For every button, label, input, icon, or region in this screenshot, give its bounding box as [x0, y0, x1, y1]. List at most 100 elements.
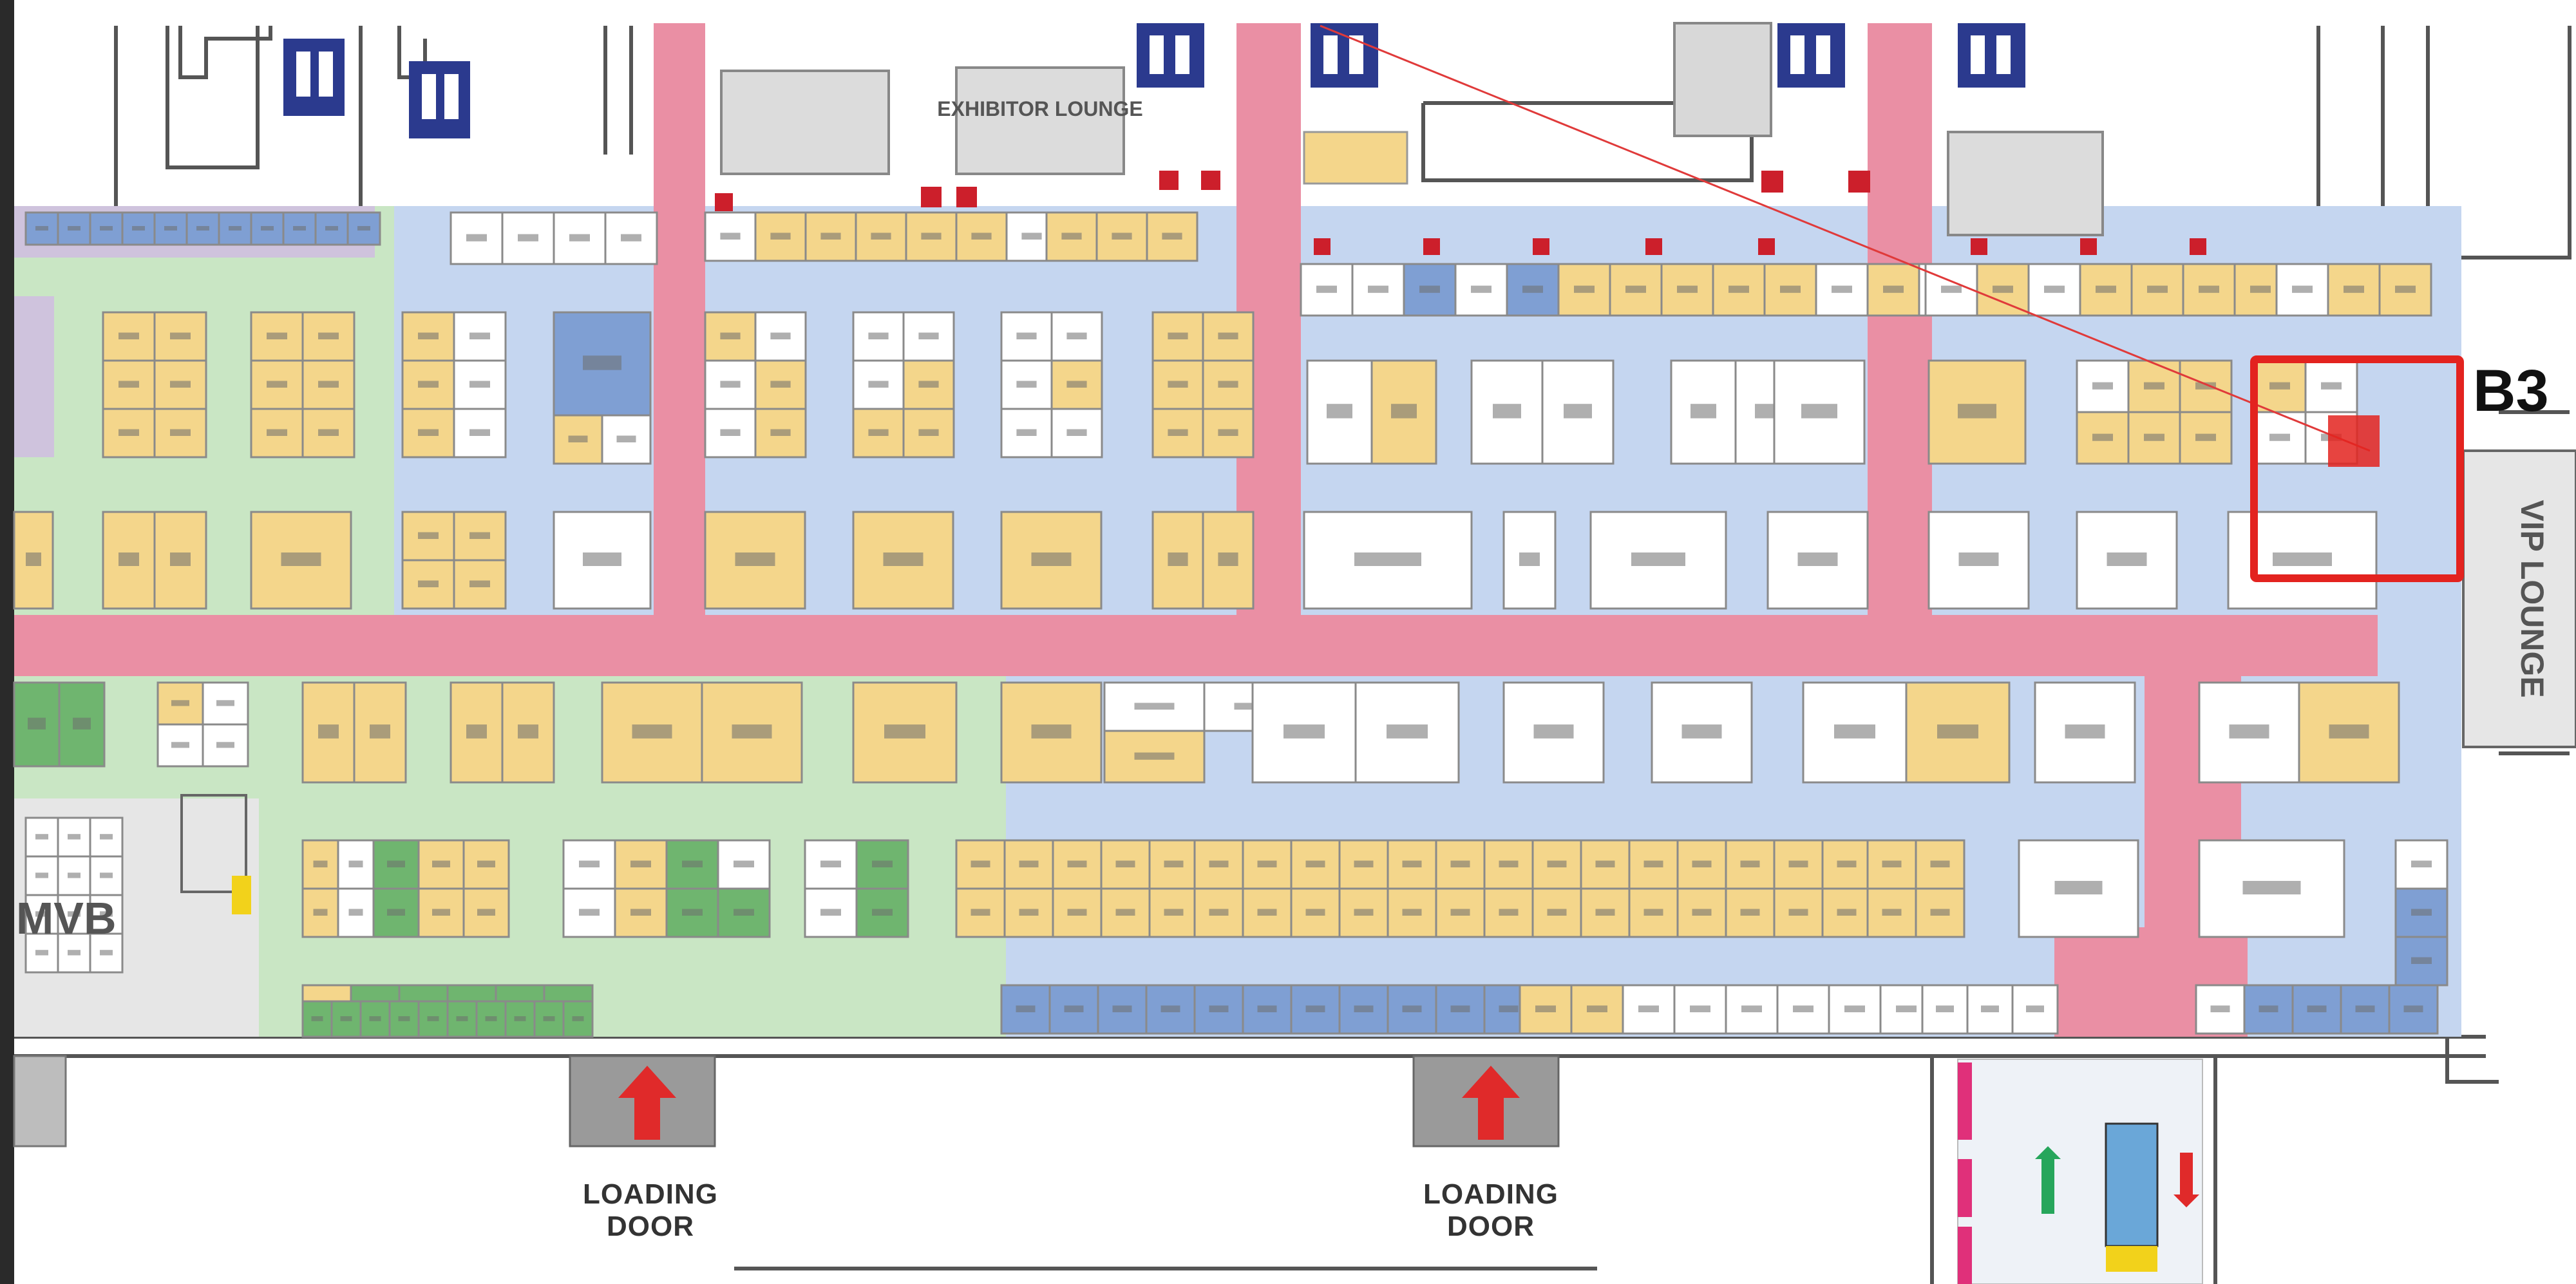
booth-mark: [682, 860, 703, 867]
booth-mark: [1896, 1005, 1917, 1012]
booth-mark: [1930, 909, 1950, 916]
exhibitor-lounge-room: [955, 66, 1125, 175]
booth-mark: [1740, 860, 1760, 867]
booth[interactable]: [446, 1000, 478, 1038]
booth-mark: [1844, 1005, 1865, 1012]
booth-mark: [1391, 404, 1417, 419]
booth-mark: [770, 381, 791, 388]
restroom-icon: [1777, 23, 1845, 88]
booth[interactable]: [57, 894, 91, 935]
booth-mark: [1134, 752, 1175, 760]
vip-lounge-label: VIP LOUNGE: [2514, 500, 2550, 697]
booth-mark: [1354, 552, 1421, 566]
booth-mark: [1837, 909, 1857, 916]
booth-mark: [770, 429, 791, 436]
booth-mark: [2411, 860, 2432, 867]
booth[interactable]: [754, 211, 807, 262]
booth[interactable]: [2388, 984, 2439, 1035]
booth-mark: [1625, 285, 1646, 293]
booth-mark: [1305, 1005, 1325, 1012]
booth[interactable]: [301, 887, 339, 938]
booth-mark: [1788, 860, 1808, 867]
booth-mark: [1066, 429, 1087, 436]
booth-mark: [630, 860, 651, 867]
booth-mark: [469, 381, 490, 388]
booth-mark: [68, 873, 80, 878]
loading-door-2: [1412, 1055, 1560, 1147]
booth-mark: [518, 724, 538, 739]
booth-mark: [1643, 909, 1663, 916]
booth-mark: [100, 911, 113, 917]
entrance-corridor: [1957, 1059, 2203, 1284]
booth-mark: [514, 1016, 526, 1021]
booth-mark: [971, 860, 990, 867]
booth-mark: [340, 1016, 352, 1021]
booth[interactable]: [2394, 887, 2448, 938]
booth-mark: [418, 429, 439, 436]
booth-mark: [1519, 552, 1540, 566]
booth-mark: [1692, 860, 1712, 867]
booth[interactable]: [852, 359, 905, 410]
booth[interactable]: [1580, 839, 1631, 890]
booth-mark: [466, 234, 487, 241]
booth[interactable]: [1050, 359, 1103, 410]
booth-mark: [872, 860, 893, 867]
booth[interactable]: [2179, 359, 2233, 413]
booth-mark: [216, 742, 234, 748]
booth-mark: [469, 332, 490, 339]
booth[interactable]: [1557, 263, 1611, 317]
vip-lounge-room[interactable]: [2462, 449, 2576, 748]
restroom-icons: [283, 23, 2025, 138]
booth-mark: [267, 332, 287, 339]
rooms: EXHIBITOR LOUNGE VIP LOUNGE MVB: [13, 22, 2576, 1147]
booth-mark: [918, 429, 939, 436]
booth-mark: [2259, 1005, 2278, 1012]
booth-mark: [1930, 860, 1950, 867]
booth[interactable]: [1000, 511, 1103, 610]
booth-mark: [1305, 860, 1325, 867]
booth-mark: [100, 834, 113, 840]
booth-mark: [1064, 1005, 1084, 1012]
booth[interactable]: [453, 559, 507, 610]
booth-mark: [871, 232, 891, 240]
restroom-icon: [1958, 23, 2025, 88]
booth-mark: [477, 909, 495, 916]
booth-mark: [171, 742, 189, 748]
booth-mark: [1741, 1005, 1762, 1012]
booth-mark: [1016, 381, 1037, 388]
booth[interactable]: [1435, 984, 1486, 1035]
left-door-block: [13, 1055, 67, 1147]
booth-mark: [918, 332, 939, 339]
booth-mark: [1522, 285, 1543, 293]
booth-mark: [100, 873, 113, 878]
booth[interactable]: [754, 359, 807, 410]
booth-mark: [1368, 285, 1388, 293]
booth[interactable]: [562, 887, 616, 938]
booth-mark: [1690, 1005, 1710, 1012]
booth-mark: [720, 232, 741, 240]
booth-mark: [311, 1016, 323, 1021]
booth-mark: [1218, 332, 1238, 339]
booth-mark: [1019, 860, 1039, 867]
booth-mark: [418, 332, 439, 339]
booth-mark: [118, 332, 139, 339]
exhibitor-lounge-label: EXHIBITOR LOUNGE: [937, 97, 1142, 120]
booth[interactable]: [1773, 359, 1866, 465]
booth-mark: [1535, 1005, 1556, 1012]
booth-mark: [170, 381, 191, 388]
booth-near-aisle: [1303, 131, 1408, 185]
booth-mark: [100, 226, 113, 231]
highlighted-booth[interactable]: [2328, 415, 2380, 467]
highlight-box[interactable]: [2250, 355, 2464, 582]
booth-mark: [1164, 860, 1184, 867]
booth-mark: [370, 724, 390, 739]
arrow-up-icon: [618, 1066, 676, 1098]
booth[interactable]: [1915, 839, 1965, 890]
booth-mark: [2395, 285, 2416, 293]
arrow-up-icon: [1462, 1066, 1520, 1098]
booth-mark: [2092, 433, 2113, 441]
booth-mark: [348, 909, 363, 916]
booth-mark: [293, 226, 306, 231]
